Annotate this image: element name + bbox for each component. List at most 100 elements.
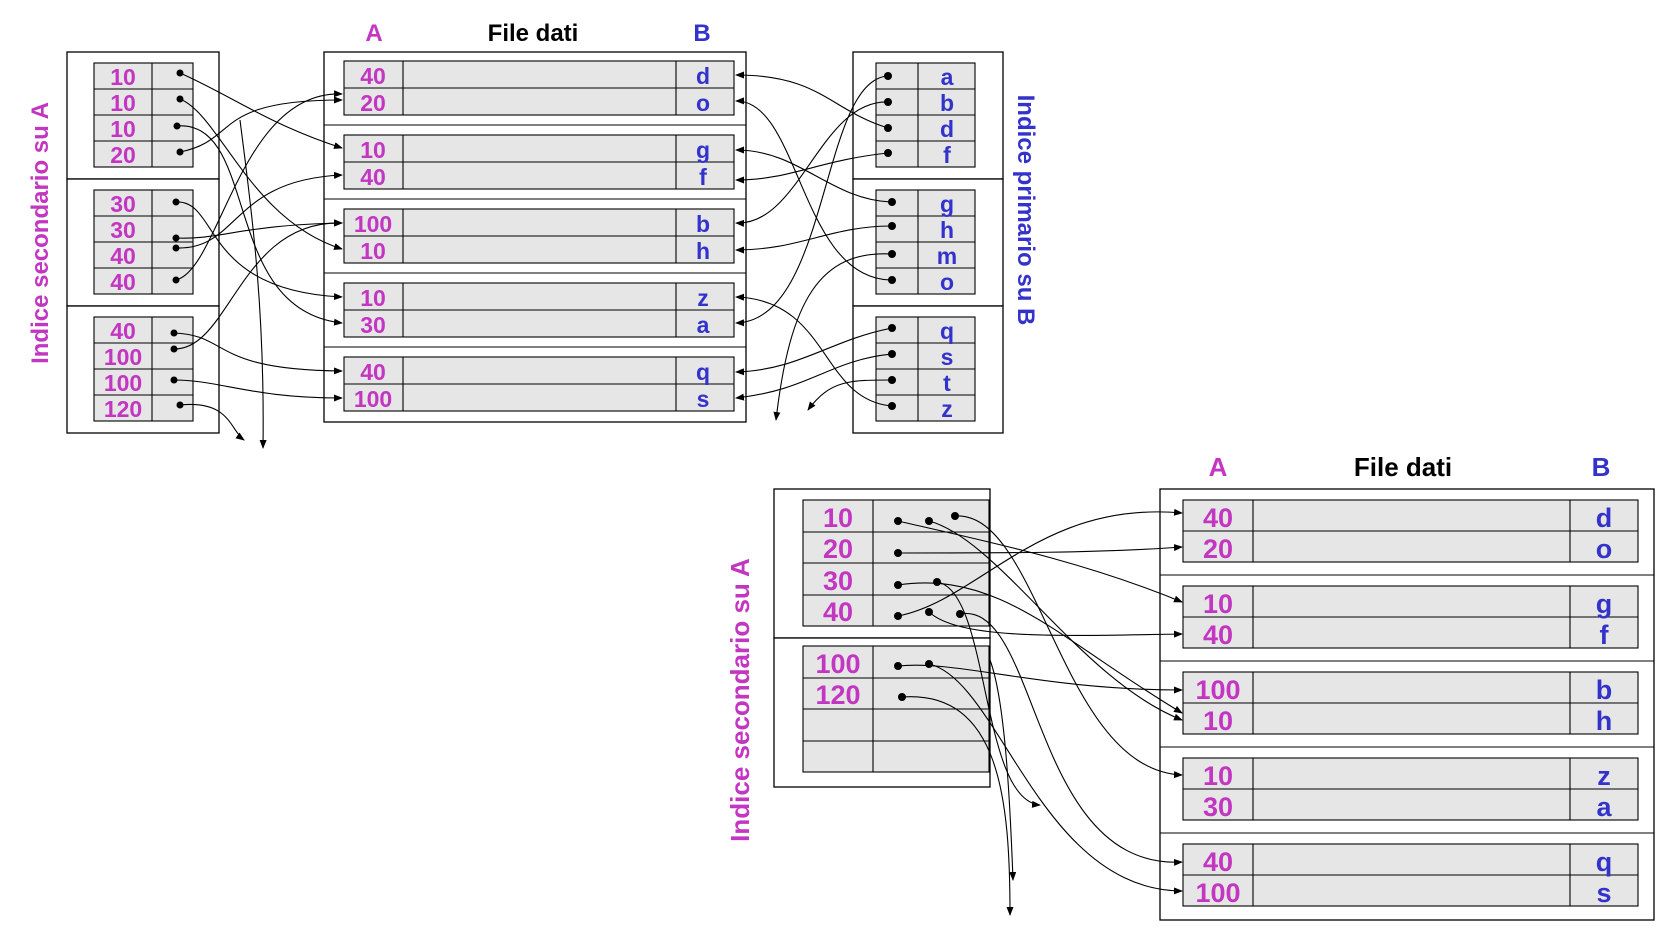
index-key: h [940, 217, 954, 243]
data-block [1182, 585, 1639, 649]
index-key: 10 [110, 116, 136, 142]
data-block [1182, 671, 1639, 735]
index-key: 30 [110, 191, 136, 217]
record-a: 40 [1203, 620, 1233, 650]
record-a: 40 [360, 164, 386, 190]
file-dati-title: File dati [488, 20, 579, 47]
record-b: g [1596, 589, 1613, 619]
record-b: h [696, 238, 710, 264]
record-a: 20 [360, 90, 386, 116]
record-a: 100 [1195, 675, 1240, 705]
record-a: 10 [360, 238, 386, 264]
index-key: a [941, 64, 954, 90]
record-b: g [696, 137, 710, 163]
record-a: 100 [354, 211, 392, 237]
record-a: 100 [354, 386, 392, 412]
data-block [1182, 757, 1639, 821]
record-b: f [699, 164, 707, 190]
record-b: d [696, 63, 710, 89]
data-block [343, 356, 735, 412]
record-a: 10 [1203, 761, 1233, 791]
data-file-2: 40 20 10 40 100 10 10 30 40 100 d o g f … [1159, 488, 1655, 921]
index-key: m [937, 243, 957, 269]
column-a-header: A [365, 20, 382, 47]
record-b: o [1596, 534, 1613, 564]
index-key: b [940, 90, 954, 116]
index-key: o [940, 269, 954, 295]
index-key: 100 [104, 370, 142, 396]
file-dati-title: File dati [1354, 452, 1452, 482]
index-key: 40 [110, 243, 136, 269]
secondary-index-label: Indice secondario su A [725, 558, 755, 842]
data-block [343, 60, 735, 116]
record-a: 20 [1203, 534, 1233, 564]
record-a: 100 [1195, 878, 1240, 908]
diagram-1: A File dati B Indice secondario su A Ind… [27, 20, 1039, 449]
diagram-2: A File dati B Indice secondario su A 10 … [725, 452, 1655, 921]
data-block [343, 282, 735, 338]
index-key: 120 [104, 396, 142, 422]
record-a: 40 [1203, 503, 1233, 533]
index-key: 40 [110, 269, 136, 295]
index-key: 10 [110, 64, 136, 90]
secondary-index-label: Indice secondario su A [27, 102, 54, 364]
record-a: 40 [360, 63, 386, 89]
index-key: 40 [823, 597, 853, 627]
index-key: 30 [110, 217, 136, 243]
index-key: 10 [110, 90, 136, 116]
secondary-index-a: 10 10 10 20 30 30 40 40 40 100 100 120 [66, 51, 220, 434]
index-key: 120 [815, 680, 860, 710]
record-a: 40 [1203, 847, 1233, 877]
data-block [343, 208, 735, 264]
record-b: a [697, 312, 710, 338]
data-file-1: 40 20 10 40 100 10 10 30 40 100 d o g f … [323, 51, 747, 423]
record-b: q [696, 359, 710, 385]
record-b: s [697, 386, 710, 412]
index-key: g [940, 191, 954, 217]
index-key: 30 [823, 566, 853, 596]
record-a: 10 [360, 137, 386, 163]
record-b: d [1596, 503, 1613, 533]
index-key: t [943, 370, 951, 396]
index-key: 20 [823, 534, 853, 564]
column-b-header: B [1592, 452, 1611, 482]
column-b-header: B [693, 20, 710, 47]
primary-pointers [735, 71, 896, 421]
primary-index-b: a b d f g h m o q s t z [852, 51, 1004, 434]
index-key: f [943, 142, 951, 168]
record-b: s [1596, 878, 1611, 908]
index-key: s [941, 344, 954, 370]
record-b: z [697, 285, 709, 311]
primary-index-label: Indice primario su B [1012, 95, 1039, 326]
record-b: b [1596, 675, 1613, 705]
data-block [343, 134, 735, 190]
data-block [1182, 499, 1639, 563]
index-key: z [941, 396, 953, 422]
secondary-pointers-2 [894, 508, 1183, 916]
record-b: z [1597, 761, 1611, 791]
record-b: b [696, 211, 710, 237]
index-key: 100 [815, 649, 860, 679]
record-a: 30 [1203, 792, 1233, 822]
record-a: 10 [360, 285, 386, 311]
data-block [1182, 843, 1639, 907]
index-key: 100 [104, 344, 142, 370]
record-a: 30 [360, 312, 386, 338]
column-a-header: A [1209, 452, 1228, 482]
record-b: f [1600, 620, 1610, 650]
index-key: 20 [110, 142, 136, 168]
record-b: h [1596, 706, 1613, 736]
index-key: 10 [823, 503, 853, 533]
secondary-pointers-1 [170, 69, 343, 449]
record-a: 40 [360, 359, 386, 385]
index-key: 40 [110, 318, 136, 344]
record-a: 10 [1203, 589, 1233, 619]
index-key: q [940, 318, 954, 344]
index-key: d [940, 116, 954, 142]
record-a: 10 [1203, 706, 1233, 736]
record-b: q [1596, 847, 1613, 877]
secondary-index-a-2: 10 20 30 40 100 120 [773, 488, 991, 788]
record-b: a [1596, 792, 1612, 822]
record-b: o [696, 90, 710, 116]
